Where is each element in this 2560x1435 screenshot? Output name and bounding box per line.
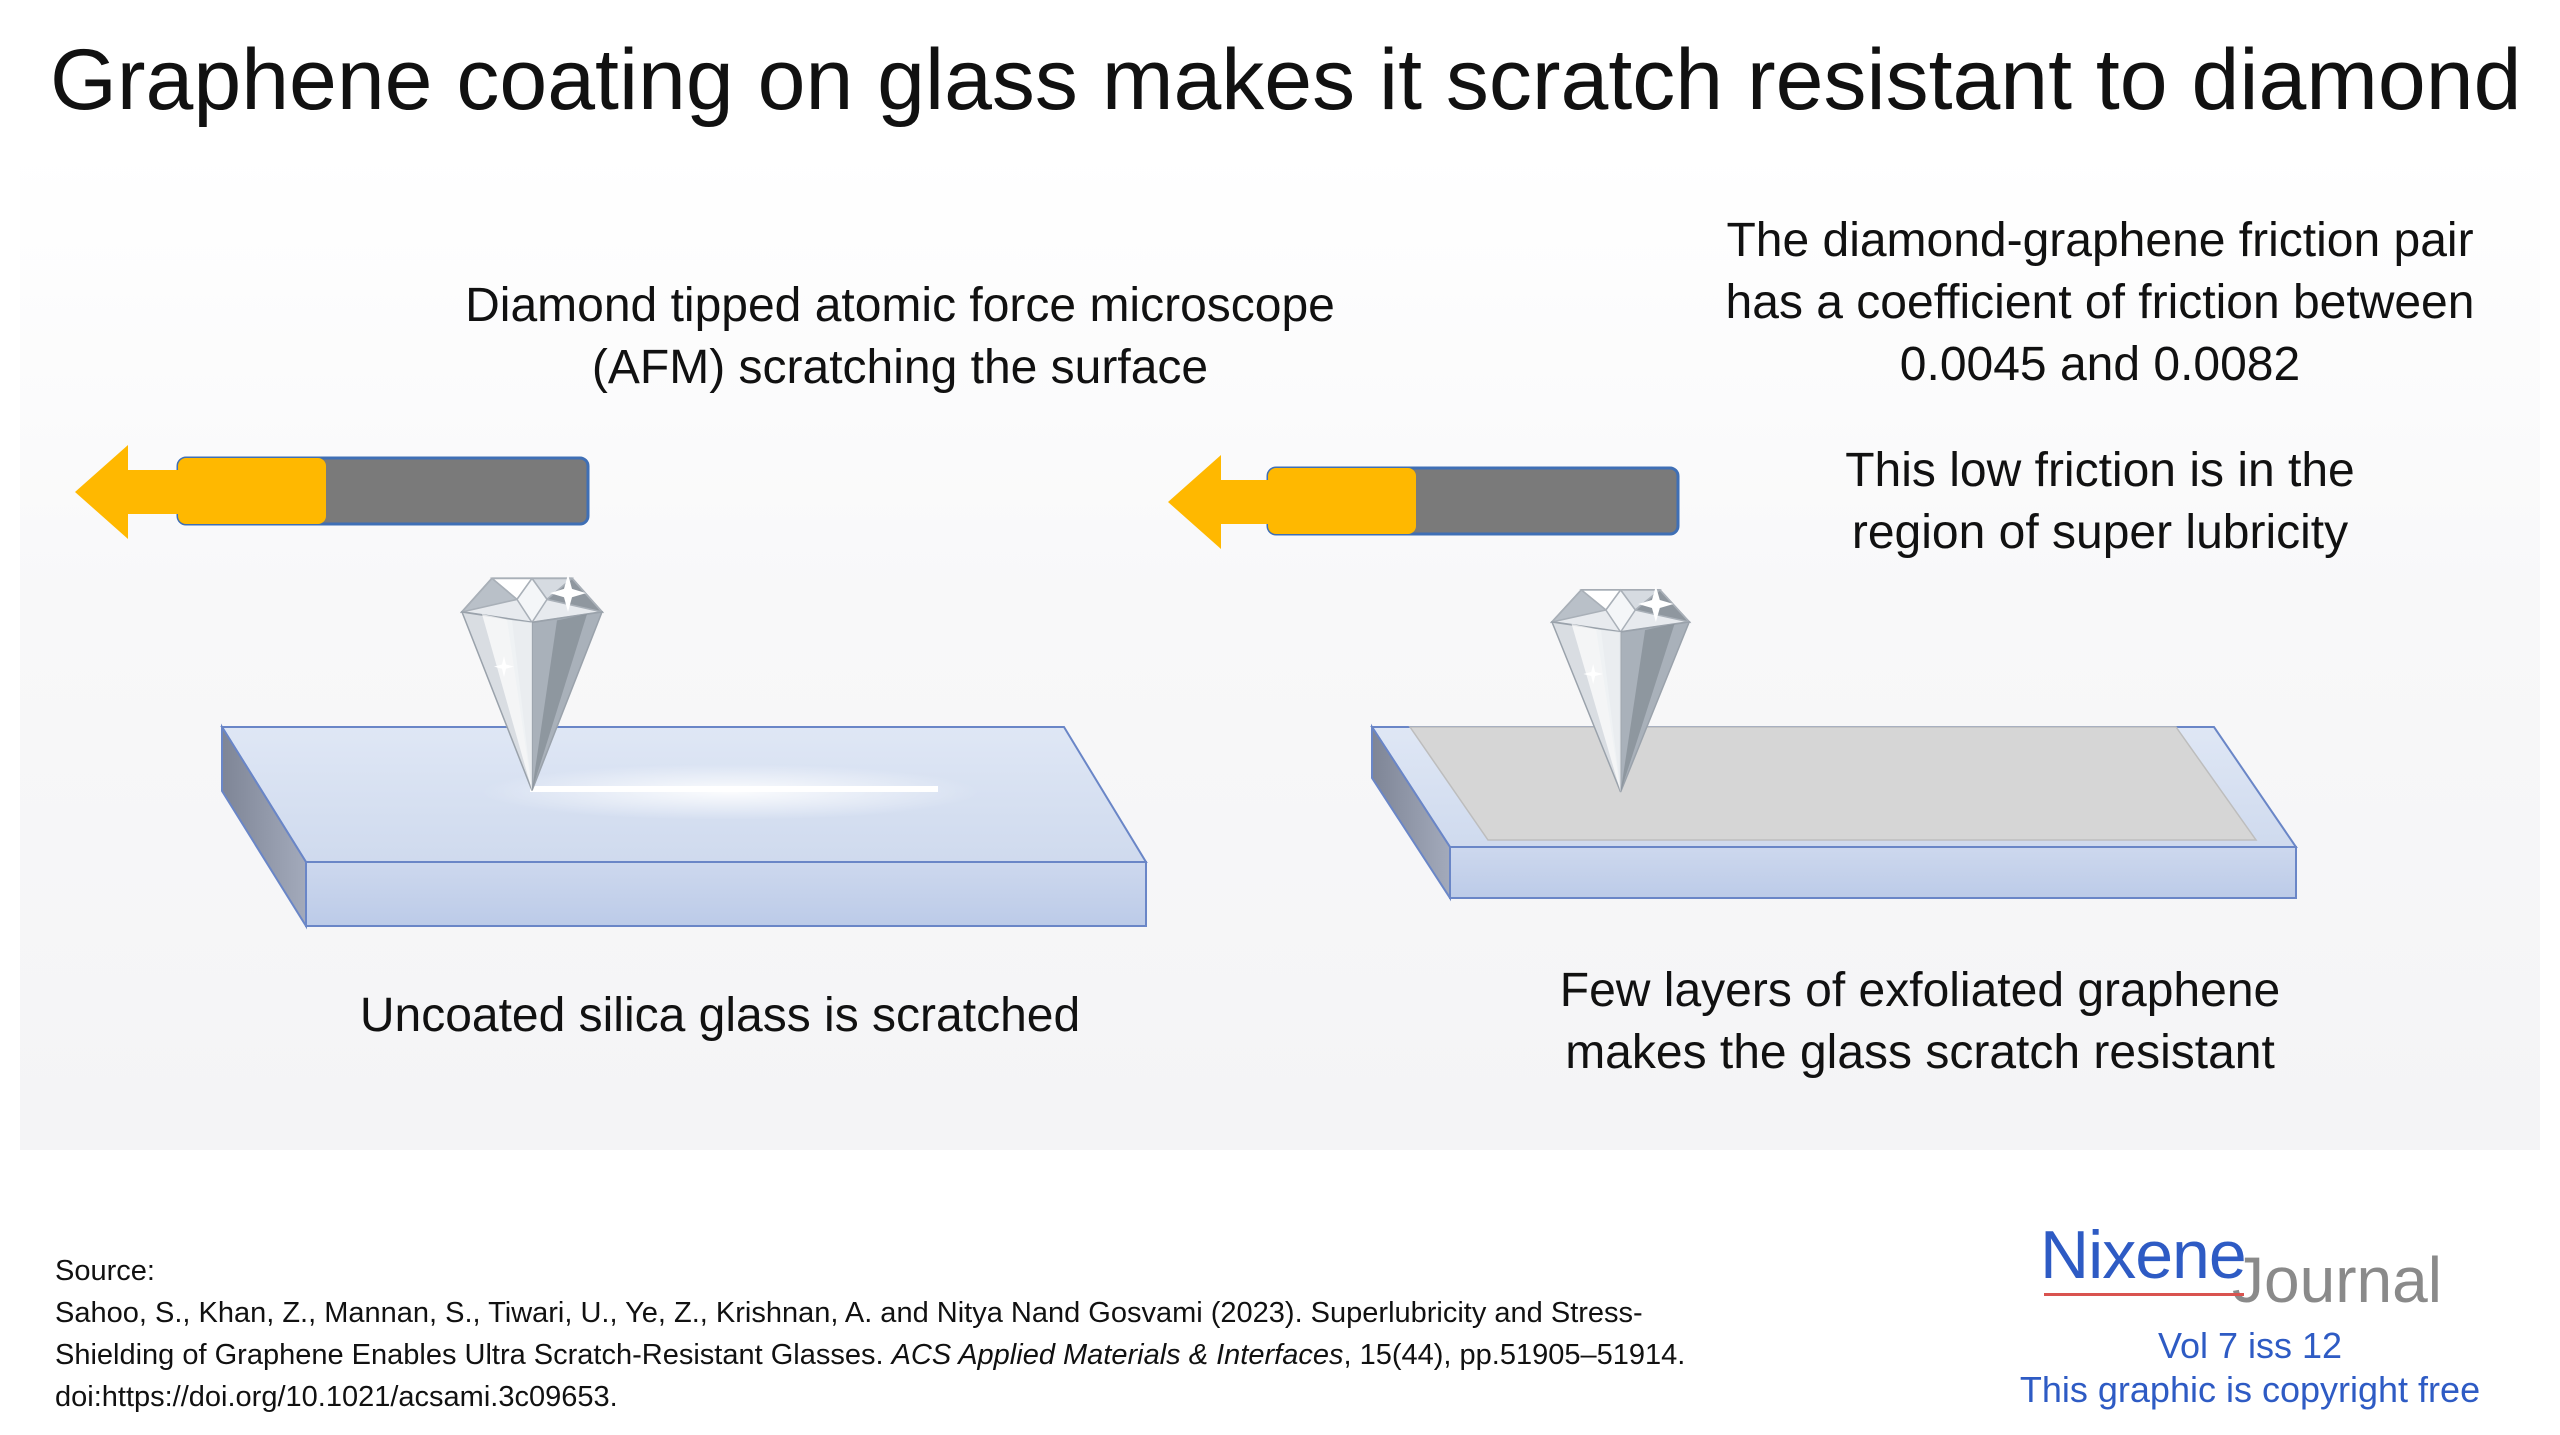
friction-line: The diamond-graphene friction pair: [1726, 214, 2474, 267]
logo-license: This graphic is copyright free: [2019, 1369, 2481, 1410]
graphene-caption-line: makes the glass scratch resistant: [1565, 1026, 2275, 1079]
source-title-line: Shielding of Graphene Enables Ultra Scra…: [55, 1334, 1955, 1376]
source-authors: Sahoo, S., Khan, Z., Mannan, S., Tiwari,…: [55, 1297, 1643, 1329]
friction-line: 0.0045 and 0.0082: [1899, 338, 2301, 391]
logo-brand: Nixene: [2040, 1217, 2247, 1293]
left-direction-arrow-icon: [75, 445, 326, 539]
scratch-line: [530, 786, 938, 792]
source-issue: , 15(44), pp.51905–51914.: [1343, 1339, 1686, 1371]
logo-journal: Journal: [2232, 1244, 2442, 1316]
source-journal: ACS Applied Materials & Interfaces: [891, 1339, 1344, 1371]
graphene-caption-line: Few layers of exfoliated graphene: [1559, 964, 2281, 1017]
afm-caption-line: (AFM) scratching the surface: [591, 341, 1209, 394]
friction-line: has a coefficient of friction between: [1725, 276, 2475, 329]
graphene-layer: [1408, 726, 2258, 841]
source-citation: Source: Sahoo, S., Khan, Z., Mannan, S.,…: [55, 1250, 1955, 1418]
afm-caption: Diamond tipped atomic force microscope (…: [380, 275, 1420, 399]
logo-volume: Vol 7 iss 12: [2157, 1325, 2343, 1366]
afm-caption-line: Diamond tipped atomic force microscope: [465, 279, 1335, 332]
friction-coefficient-note: The diamond-graphene friction pair has a…: [1660, 210, 2540, 564]
source-title: Shielding of Graphene Enables Ultra Scra…: [55, 1339, 892, 1371]
right-direction-arrow-icon: [1168, 455, 1416, 549]
nixene-journal-logo: Nixene Journal Vol 7 iss 12 This graphic…: [1960, 1215, 2540, 1435]
source-label: Source:: [55, 1255, 155, 1287]
page-title: Graphene coating on glass makes it scrat…: [50, 32, 2522, 128]
superlubricity-line: This low friction is in the: [1845, 444, 2355, 497]
left-glass-slab: [220, 723, 1148, 930]
uncoated-glass-caption: Uncoated silica glass is scratched: [359, 989, 1081, 1042]
source-doi: doi:https://doi.org/10.1021/acsami.3c096…: [55, 1381, 618, 1413]
logo-underline: [2044, 1293, 2244, 1296]
diagram-background: [20, 150, 2540, 1150]
graphene-coated-caption: Few layers of exfoliated graphene makes …: [1420, 960, 2420, 1084]
superlubricity-line: region of super lubricity: [1851, 506, 2349, 559]
